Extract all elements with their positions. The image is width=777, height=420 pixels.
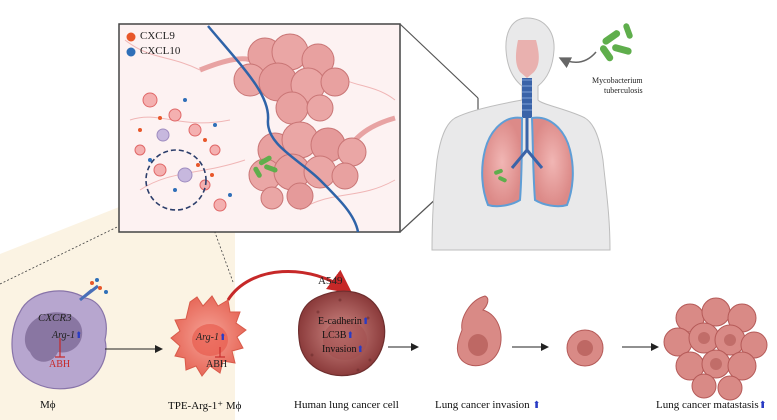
inset-connector-top xyxy=(399,23,479,99)
marker-lc3b: LC3B xyxy=(322,330,347,341)
mac-arg1-text: Arg-1 xyxy=(52,330,75,341)
a549-label: A549 xyxy=(318,275,343,287)
arrow-tpe-to-cancer xyxy=(226,269,353,301)
legend-cxcl10-label: CXCL10 xyxy=(140,45,181,57)
up-arrow-icon: ⬆ xyxy=(758,400,768,411)
invasion-caption: Lung cancer invasion ⬆ xyxy=(435,399,541,411)
cancer-caption: Human lung cancer cell xyxy=(294,399,399,411)
tpe-arg1-text: Arg-1 xyxy=(196,332,219,343)
invasion-caption-text: Lung cancer invasion xyxy=(435,399,530,411)
cancer-marker-1: E-cadherin⬆ xyxy=(318,316,369,327)
tpe-arg1-label: Arg-1⬆ xyxy=(196,332,227,343)
bacteria-in-alveoli xyxy=(253,155,278,178)
metastatic-single-cell xyxy=(566,329,604,367)
legend-cxcl9-label: CXCL9 xyxy=(140,30,175,42)
metastasis-cluster xyxy=(663,297,768,401)
mac-arg1-label: Arg-1⬆ xyxy=(52,330,83,341)
cancer-marker-3: Invasion⬆ xyxy=(322,344,364,355)
tpe-abh-label: ABH xyxy=(206,359,228,370)
cxcl9-legend-dot xyxy=(126,32,136,42)
metastasis-caption: Lung cancer matastasis⬆ xyxy=(656,399,767,411)
macrophage-cell xyxy=(11,278,108,390)
alveoli-inset xyxy=(118,23,401,233)
up-arrow-icon: ⬆ xyxy=(74,330,83,340)
chemokine-dots xyxy=(138,98,232,197)
immune-cells xyxy=(134,92,227,212)
cancer-marker-2: LC3B⬆ xyxy=(322,330,354,341)
pathogen-arrow xyxy=(558,51,597,69)
metastasis-caption-text: Lung cancer matastasis xyxy=(656,399,759,411)
cancer-cell xyxy=(297,290,386,377)
up-arrow-icon: ⬆ xyxy=(532,400,541,411)
pathogen-label-line2: tuberculosis xyxy=(604,86,643,95)
mycobacterium-icon xyxy=(599,23,633,62)
mac-abh-label: ABH xyxy=(49,359,71,370)
pathogen-label-line1: Mycobacterium xyxy=(592,76,643,85)
zoom-circle xyxy=(145,149,207,211)
marker-ecadherin: E-cadherin xyxy=(318,316,362,327)
up-arrow-icon: ⬆ xyxy=(346,330,354,340)
cxcl10-legend-dot xyxy=(126,47,136,57)
cxcr3-label: CXCR3 xyxy=(38,312,72,324)
up-arrow-icon: ⬆ xyxy=(361,316,370,326)
invasion-cell xyxy=(456,295,502,367)
tpe-macrophage-cell xyxy=(170,295,247,377)
human-torso xyxy=(431,17,611,251)
tpe-caption: TPE-Arg-1⁺ Mϕ xyxy=(168,400,242,412)
marker-invasion: Invasion xyxy=(322,344,357,355)
alveoli-cluster-upper xyxy=(199,33,350,125)
left-lung xyxy=(481,116,524,208)
mac-caption: Mϕ xyxy=(40,399,56,411)
right-lung xyxy=(530,116,574,208)
up-arrow-icon: ⬆ xyxy=(356,344,364,354)
up-arrow-icon: ⬆ xyxy=(218,332,227,342)
blood-vessel xyxy=(207,25,360,233)
